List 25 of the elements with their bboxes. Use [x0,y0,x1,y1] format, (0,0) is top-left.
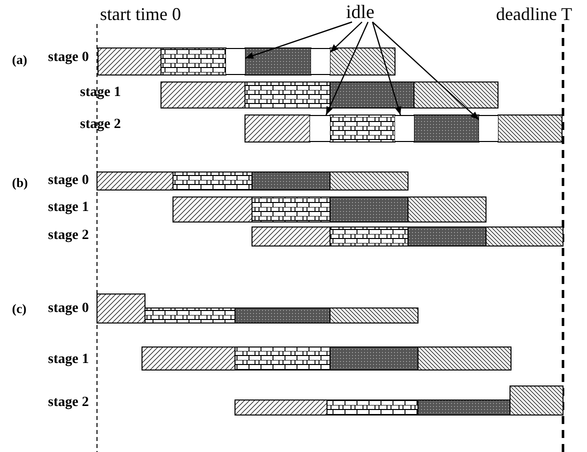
row-label: stage 2 [80,118,121,132]
row-label: stage 1 [80,86,121,100]
row-label: stage 2 [48,229,89,243]
idle-gap [479,115,498,142]
row-label: stage 0 [48,302,89,316]
leader-arrow [326,22,369,116]
panel-label: (a) [12,53,28,66]
idle-gap [226,48,245,75]
idle-gap [395,115,414,142]
row-label: stage 0 [48,51,89,65]
leader-arrow [372,22,402,116]
leader-arrow [244,21,352,59]
axis-label: deadline T [496,5,572,23]
axis-label: start time 0 [100,5,181,23]
row-label: stage 0 [48,174,89,188]
callout-label: idle [346,3,374,22]
panel-label: (c) [12,302,26,315]
idle-gap [310,115,330,142]
leader-arrow [330,22,362,53]
row-label: stage 2 [48,396,89,410]
row-label: stage 1 [48,353,89,367]
row-label: stage 1 [48,201,89,215]
idle-gap [311,48,330,75]
leader-arrow [372,22,480,120]
panel-label: (b) [12,176,28,189]
